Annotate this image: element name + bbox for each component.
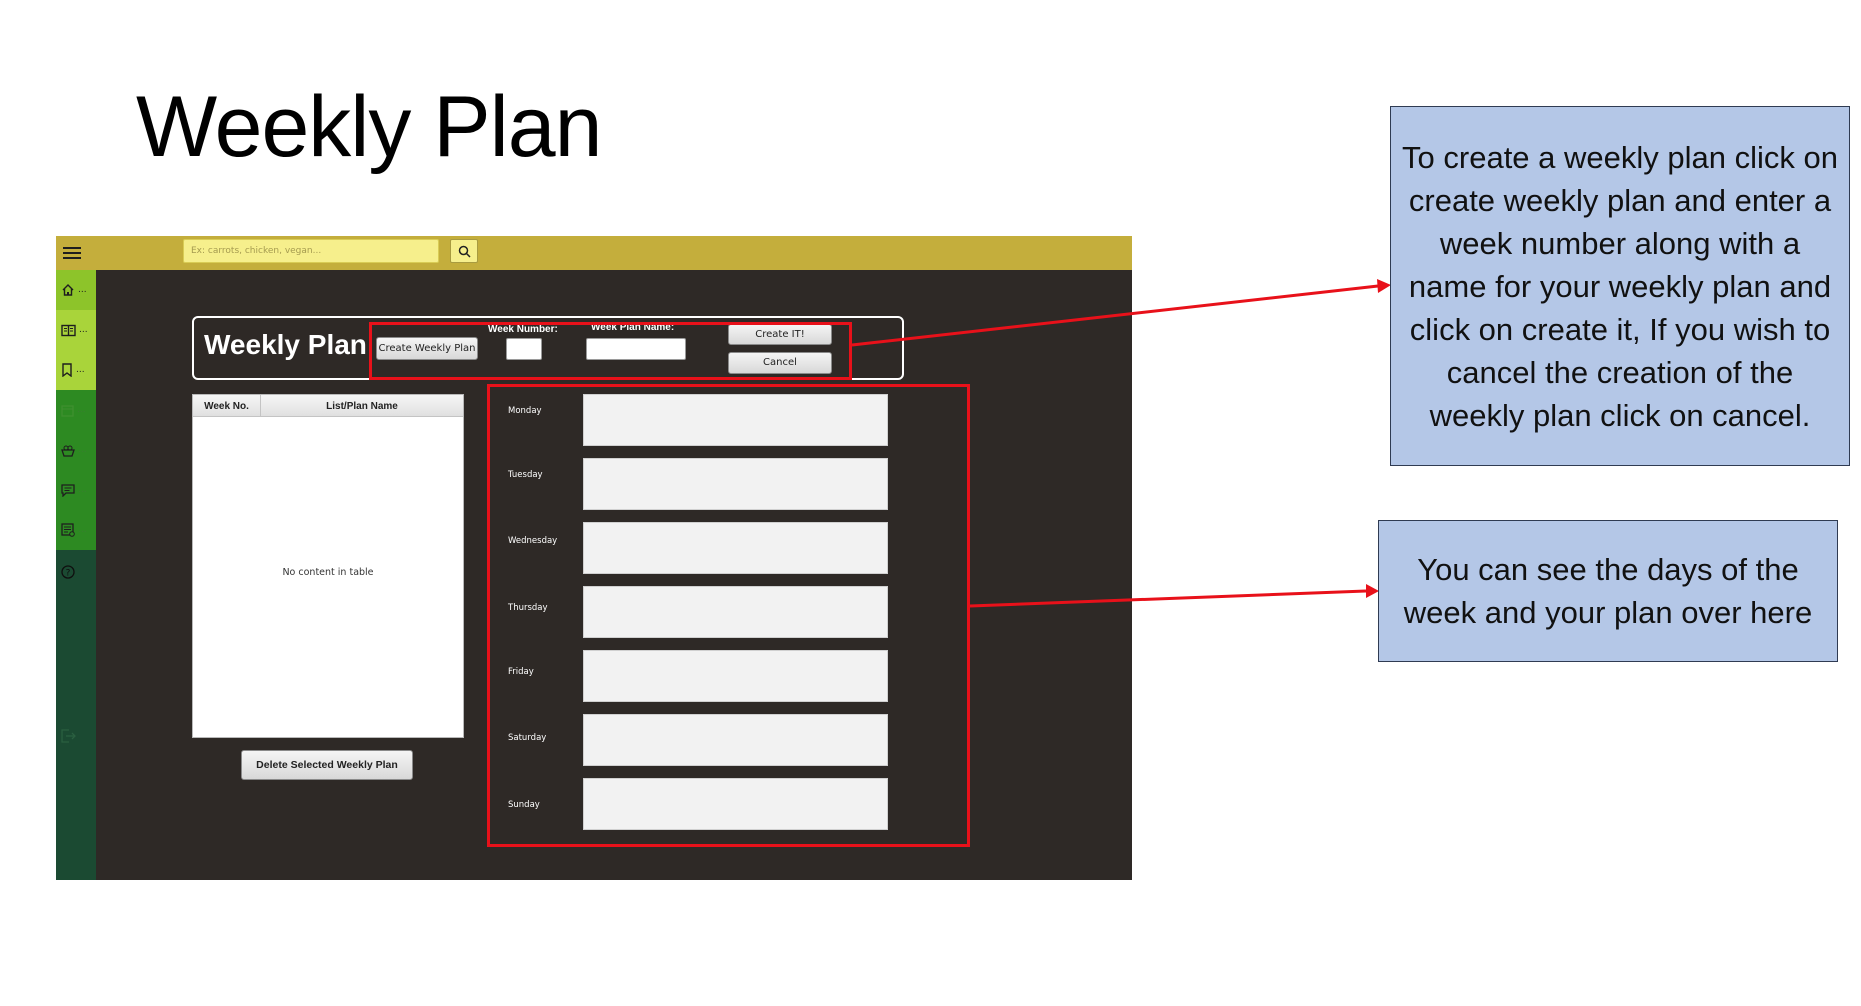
cancel-button[interactable]: Cancel (728, 352, 832, 374)
day-plan-wednesday[interactable] (583, 522, 888, 574)
sidebar-item-label: ... (78, 285, 87, 295)
column-header-plan-name[interactable]: List/Plan Name (326, 400, 398, 412)
app-window: ... ... ... ... ... ... ... ? (56, 236, 1132, 880)
sidebar-item-recipes[interactable]: ... (56, 310, 96, 350)
delete-weekly-plan-button[interactable]: Delete Selected Weekly Plan (241, 750, 413, 780)
callout-days-text: You can see the days of the week and you… (1403, 552, 1813, 630)
sidebar-item-saved[interactable]: ... (56, 350, 96, 390)
callout-create-text: To create a weekly plan click on create … (1402, 139, 1838, 433)
sidebar-item-label: ... (78, 525, 87, 535)
sidebar-item-calendar[interactable]: ... (56, 390, 96, 430)
menu-icon[interactable] (60, 242, 84, 264)
recipes-book-icon (61, 324, 76, 336)
ingredients-icon (61, 445, 75, 457)
help-icon: ? (61, 565, 75, 579)
sidebar-item-label: ... (78, 445, 87, 455)
day-label-thursday: Thursday (508, 603, 548, 613)
day-label-wednesday: Wednesday (508, 536, 558, 546)
bookmark-icon (62, 363, 72, 377)
day-plan-thursday[interactable] (583, 586, 888, 638)
week-plan-name-label: Week Plan Name: (591, 322, 675, 333)
callout-days-info: You can see the days of the week and you… (1378, 520, 1838, 662)
day-label-sunday: Sunday (508, 800, 540, 810)
search-icon (458, 245, 471, 258)
day-plan-sunday[interactable] (583, 778, 888, 830)
day-label-friday: Friday (508, 667, 534, 677)
day-plan-saturday[interactable] (583, 714, 888, 766)
svg-text:?: ? (66, 569, 71, 579)
sidebar-item-ingredients[interactable]: ... (56, 430, 96, 470)
callout-create-instructions: To create a weekly plan click on create … (1390, 106, 1850, 466)
day-label-monday: Monday (508, 406, 542, 416)
sidebar-item-label: ... (79, 325, 88, 335)
sidebar-item-list[interactable]: ... (56, 510, 96, 550)
slide-title: Weekly Plan (136, 79, 602, 175)
search-input[interactable] (183, 239, 439, 263)
sidebar-item-label: ... (77, 405, 86, 415)
week-plan-name-input[interactable] (586, 338, 686, 360)
create-it-button[interactable]: Create IT! (728, 324, 832, 345)
day-plan-friday[interactable] (583, 650, 888, 702)
sidebar-item-home[interactable]: ... (56, 270, 96, 310)
search-button[interactable] (450, 239, 478, 263)
home-icon (62, 284, 74, 296)
day-label-tuesday: Tuesday (508, 470, 543, 480)
table-empty-message: No content in table (282, 567, 374, 578)
sidebar-item-label: ... (78, 485, 87, 495)
sidebar-item-logout[interactable] (56, 716, 96, 756)
sidebar-item-label: ... (76, 365, 85, 375)
day-plan-tuesday[interactable] (583, 458, 888, 510)
column-header-week-no[interactable]: Week No. (193, 395, 261, 417)
chat-icon (61, 483, 75, 497)
page-title: Weekly Plan (204, 329, 367, 360)
sidebar-item-chat[interactable]: ... (56, 470, 96, 510)
day-plan-monday[interactable] (583, 394, 888, 446)
calendar-icon (61, 404, 74, 417)
create-weekly-plan-button[interactable]: Create Weekly Plan (376, 337, 478, 360)
sidebar: ... ... ... ... ... ... ... ? (56, 270, 96, 880)
weekly-plan-table[interactable]: Week No. List/Plan Name No content in ta… (192, 394, 464, 738)
table-header: Week No. List/Plan Name (193, 395, 463, 417)
day-label-saturday: Saturday (508, 733, 547, 743)
week-number-label: Week Number: (488, 324, 558, 335)
logout-icon (61, 729, 76, 743)
week-number-input[interactable] (506, 338, 542, 360)
list-icon (61, 523, 75, 537)
top-bar (56, 236, 1132, 270)
sidebar-item-help[interactable]: ? (56, 552, 96, 592)
